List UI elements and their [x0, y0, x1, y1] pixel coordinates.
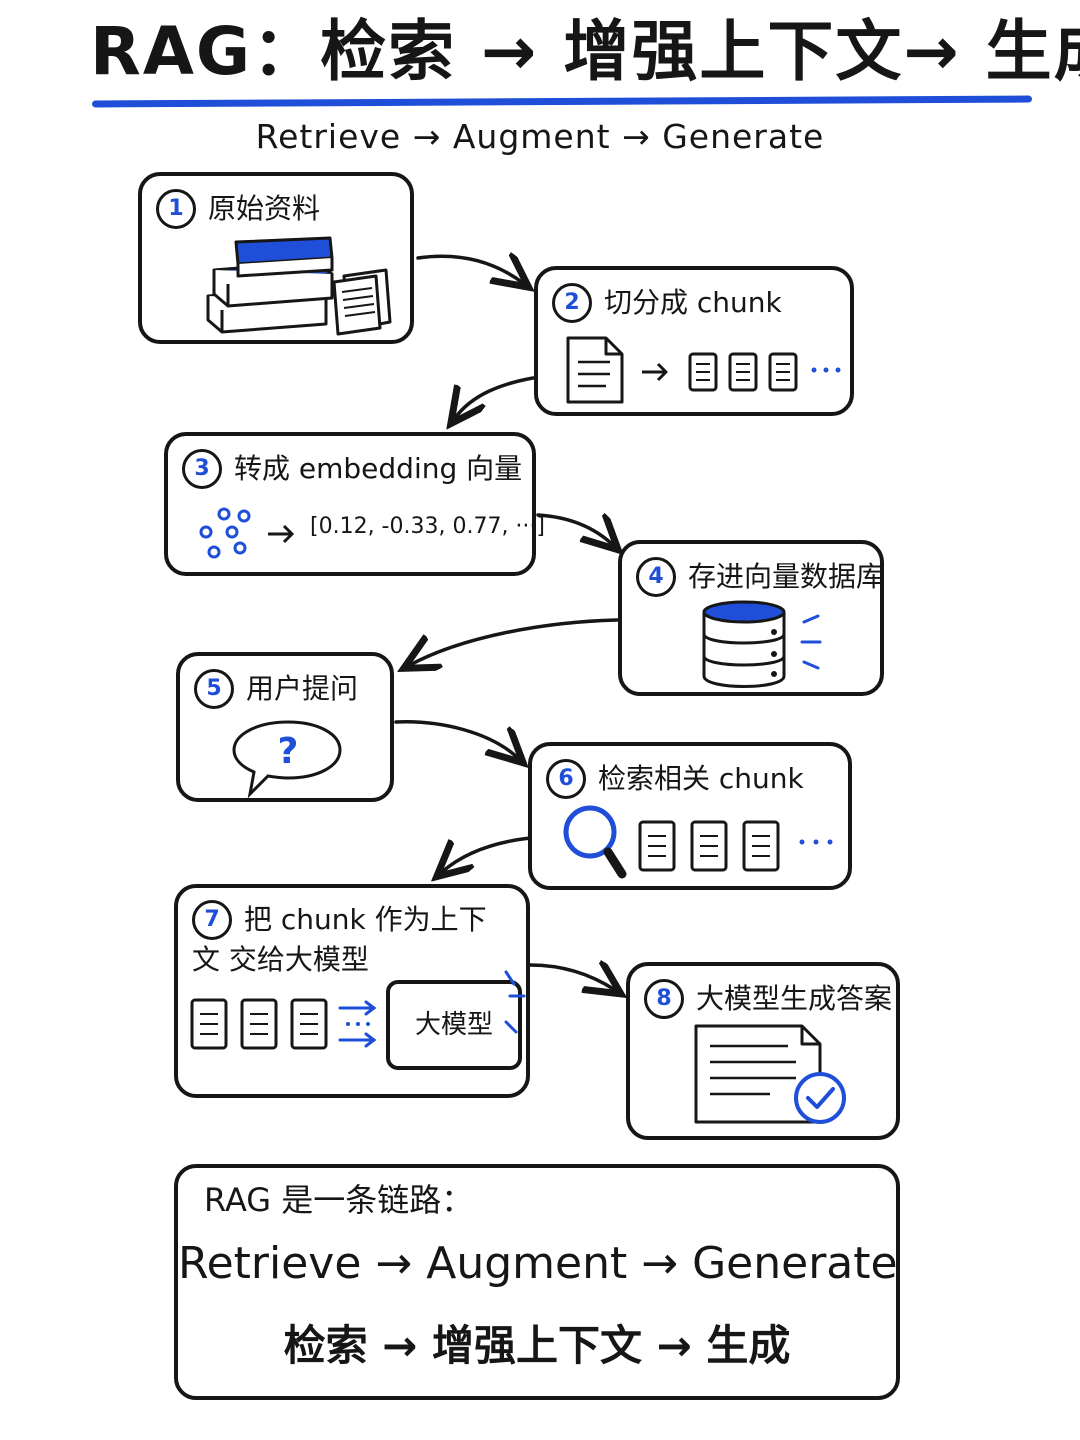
- summary-chinese: 检索 → 增强上下文 → 生成: [283, 1321, 791, 1370]
- arrow-3-4: [536, 515, 613, 545]
- arrow-1-2: [416, 256, 523, 283]
- step-5-number: 5: [194, 669, 234, 709]
- step-7-number: 7: [192, 900, 232, 940]
- step-6-card: 6 检索相关 chunk: [528, 742, 852, 890]
- step-1-label: 原始资料: [208, 192, 321, 225]
- step-5-heading: 5 用户提问: [194, 668, 380, 709]
- step-3-card: 3 转成 embedding 向量 [0.12, -0.33, 0.77, ···…: [164, 432, 545, 576]
- question-bubble-icon: ?: [232, 720, 342, 798]
- step-6-number: 6: [546, 759, 586, 799]
- step-2-label: 切分成 chunk: [604, 286, 782, 319]
- step-3-heading: 3 转成 embedding 向量: [182, 448, 522, 489]
- step-4-card: 4 存进向量数据库: [618, 540, 884, 696]
- step-5-label: 用户提问: [246, 672, 359, 705]
- step-8-heading: 8 大模型生成答案: [644, 978, 892, 1019]
- document-split-icon: [566, 336, 841, 404]
- books-papers-icon: [206, 236, 392, 336]
- step-2-card: 2 切分成 chunk: [534, 266, 854, 416]
- step-5-card: 5 用户提问 ?: [176, 652, 394, 802]
- step-1-number: 1: [156, 189, 196, 229]
- step-7-label: 把 chunk 作为上下文 交给大模型: [192, 903, 487, 976]
- llm-box: 大模型: [386, 980, 522, 1070]
- arrow-7-8: [528, 965, 615, 990]
- summary-english: Retrieve → Augment → Generate: [178, 1238, 898, 1289]
- step-1-card: 1 原始资料: [138, 172, 414, 344]
- step-1-heading: 1 原始资料: [156, 188, 400, 229]
- embedding-dots-icon: [199, 507, 295, 559]
- step-4-label: 存进向量数据库: [688, 560, 885, 593]
- page-title: RAG：检索 → 增强上下文→ 生成: [90, 13, 1080, 90]
- step-3-number: 3: [182, 449, 222, 489]
- step-8-card: 8 大模型生成答案: [626, 962, 900, 1140]
- magnifier-search-icon: [563, 805, 833, 879]
- step-2-number: 2: [552, 283, 592, 323]
- svg-text:?: ?: [278, 731, 299, 772]
- arrow-6-7: [442, 836, 532, 872]
- step-6-label: 检索相关 chunk: [598, 762, 804, 795]
- step-4-heading: 4 存进向量数据库: [636, 556, 884, 597]
- answer-document-check-icon: [694, 1024, 846, 1124]
- step-8-number: 8: [644, 979, 684, 1019]
- database-icon: [702, 600, 822, 688]
- chunks-to-model-icon: [190, 998, 377, 1050]
- glow-lines-icon: [504, 970, 526, 1034]
- embedding-vector: [0.12, -0.33, 0.77, ···]: [310, 514, 545, 539]
- step-6-heading: 6 检索相关 chunk: [546, 758, 838, 799]
- step-2-heading: 2 切分成 chunk: [552, 282, 840, 323]
- step-8-label: 大模型生成答案: [696, 982, 893, 1015]
- arrow-4-5: [410, 618, 619, 665]
- arrow-2-3: [455, 376, 535, 418]
- page-subtitle: Retrieve → Augment → Generate: [255, 117, 825, 156]
- step-3-label: 转成 embedding 向量: [234, 452, 523, 485]
- step-4-number: 4: [636, 557, 676, 597]
- summary-card: RAG 是一条链路： Retrieve → Augment → Generate…: [174, 1164, 900, 1400]
- arrow-5-6: [394, 720, 518, 758]
- summary-heading: RAG 是一条链路：: [204, 1181, 474, 1219]
